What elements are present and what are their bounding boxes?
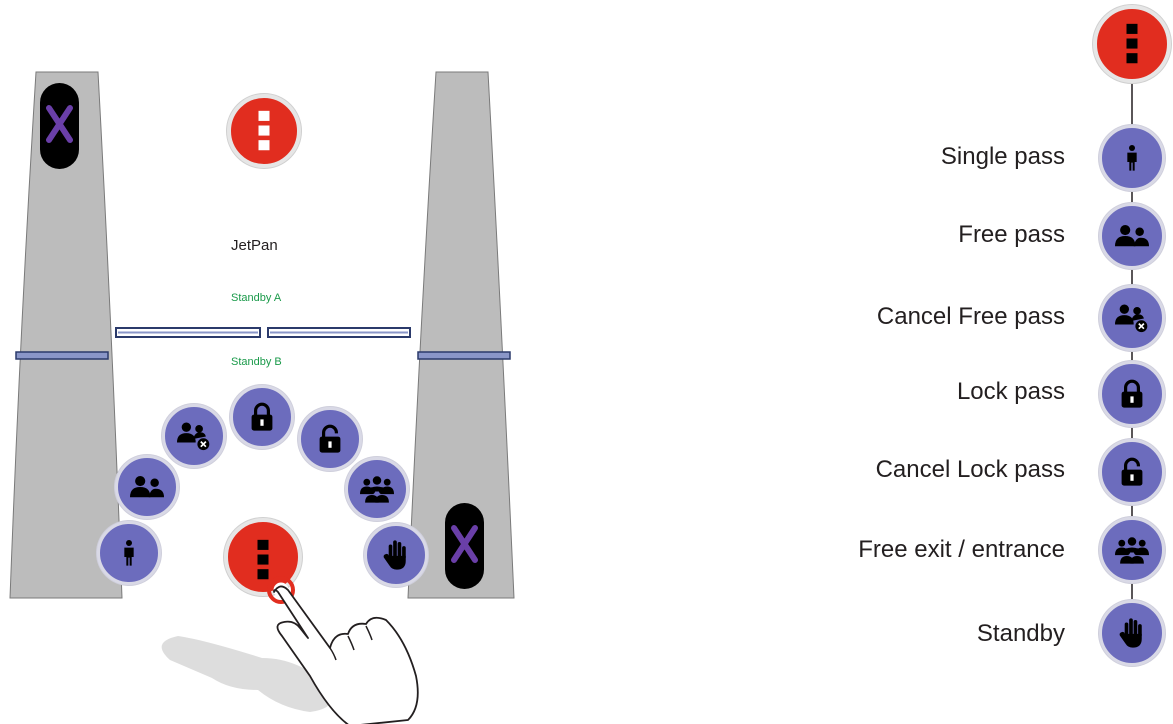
legend-menu-button[interactable] (1093, 5, 1171, 83)
right-sensor-slot (417, 351, 511, 360)
legend-label-lock-pass: Lock pass (956, 378, 1065, 405)
cancel-lock-pass-button[interactable] (298, 407, 362, 471)
free-pass-button[interactable] (115, 455, 179, 519)
persons-cancel-icon (1102, 288, 1162, 348)
legend-lock-pass-icon[interactable] (1099, 361, 1165, 427)
legend-label-cancel-free-pass: Cancel Free pass (876, 303, 1065, 330)
legend-label-standby: Standby (976, 620, 1065, 647)
group-icon (1102, 520, 1162, 580)
legend-label-single-pass: Single pass (940, 143, 1065, 170)
legend-label-cancel-lock-pass: Cancel Lock pass (875, 456, 1065, 483)
device-title: JetPan (231, 237, 278, 254)
legend-free-exit-entrance-icon[interactable] (1099, 517, 1165, 583)
legend-single-pass-icon[interactable] (1099, 125, 1165, 191)
bottom-menu-button[interactable] (224, 518, 302, 596)
lane-b-label: Standby B (231, 356, 282, 368)
hand-shadow (161, 636, 333, 712)
single-pass-button[interactable] (97, 521, 161, 585)
legend-label-free-exit-entrance: Free exit / entrance (858, 536, 1065, 563)
legend-label-free-pass: Free pass (958, 221, 1065, 248)
person-icon (1102, 128, 1162, 188)
left-pillar (9, 71, 123, 599)
lock-pass-button[interactable] (230, 385, 294, 449)
two-persons-icon (1102, 206, 1162, 266)
left-sensor-slot (15, 351, 109, 360)
lane-a-label: Standby A (231, 292, 282, 304)
legend-standby-icon[interactable] (1099, 600, 1165, 666)
legend-cancel-free-pass-icon[interactable] (1099, 285, 1165, 351)
legend-cancel-lock-pass-icon[interactable] (1099, 439, 1165, 505)
more-icon (1097, 9, 1167, 79)
lock-closed-icon (1102, 364, 1162, 424)
menu-button[interactable] (227, 94, 301, 168)
standby-button[interactable] (364, 523, 428, 587)
free-exit-entrance-button[interactable] (345, 457, 409, 521)
right-pillar (407, 71, 515, 599)
cancel-free-pass-button[interactable] (162, 404, 226, 468)
hand-icon (1102, 603, 1162, 663)
lock-open-icon (1102, 442, 1162, 502)
legend-free-pass-icon[interactable] (1099, 203, 1165, 269)
